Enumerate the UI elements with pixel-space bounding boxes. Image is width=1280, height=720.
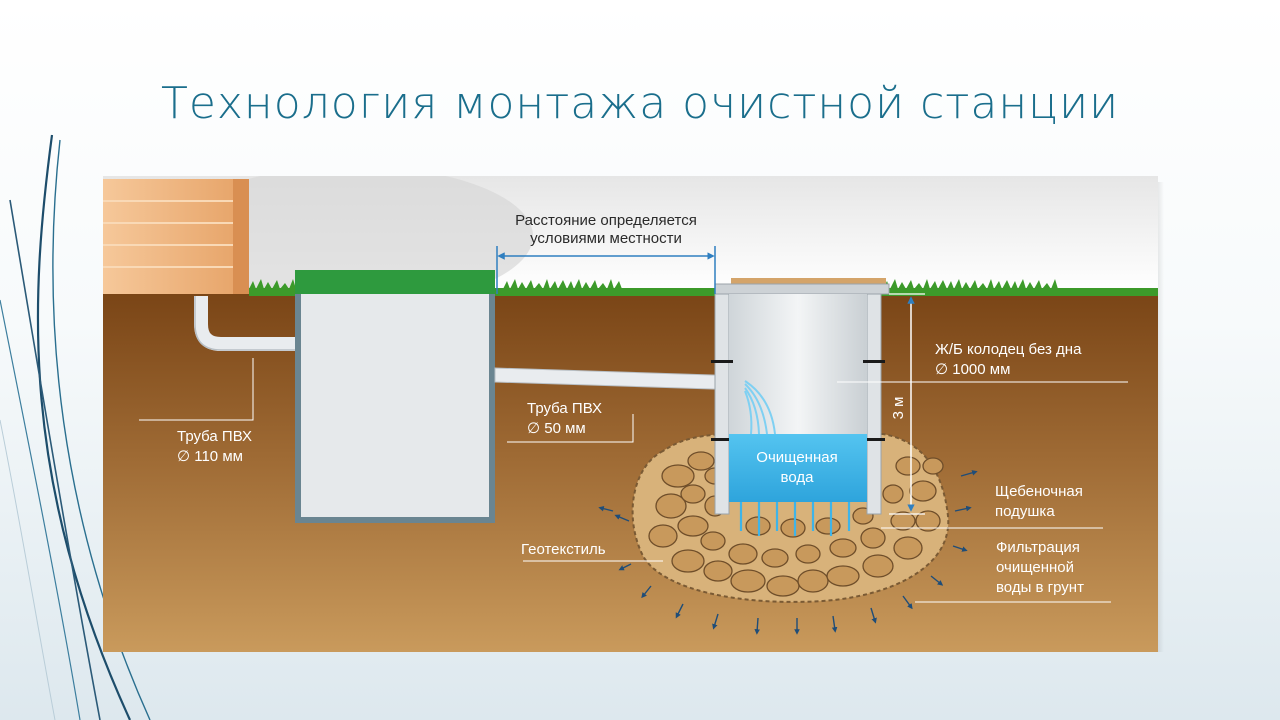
filtration-label-3: воды в грунт bbox=[996, 579, 1084, 596]
well-label-1: Ж/Б колодец без дна bbox=[935, 341, 1082, 358]
pipe50-label-1: Труба ПВХ bbox=[527, 400, 602, 417]
purified-water bbox=[729, 434, 867, 502]
filtration-label-2: очищенной bbox=[996, 559, 1074, 576]
water-stream bbox=[744, 380, 776, 435]
gravel-label-1: Щебеночная bbox=[995, 483, 1083, 500]
depth-label: 3 м bbox=[890, 397, 907, 420]
slide-title: Технология монтажа очистной станции bbox=[160, 78, 1120, 129]
pipe50-label-2: ∅ 50 мм bbox=[527, 420, 586, 437]
distance-label-1: Расстояние определяется bbox=[515, 212, 697, 229]
water-label-2: вода bbox=[781, 469, 815, 486]
house-wall bbox=[103, 179, 238, 296]
filtration-arrows bbox=[598, 470, 978, 635]
pipe110-label-1: Труба ПВХ bbox=[177, 428, 252, 445]
well-label-2: ∅ 1000 мм bbox=[935, 361, 1010, 378]
filtration-label-1: Фильтрация bbox=[996, 539, 1080, 556]
distance-dimension bbox=[496, 246, 716, 294]
water-label-1: Очищенная bbox=[756, 449, 837, 466]
depth-dimension bbox=[889, 293, 925, 515]
gravel-label-2: подушка bbox=[995, 503, 1055, 520]
tank-lid bbox=[295, 270, 495, 294]
frame-shadow bbox=[1158, 182, 1164, 652]
soil bbox=[103, 294, 1158, 652]
pipe110-label-2: ∅ 110 мм bbox=[177, 448, 243, 465]
pipe50-leader bbox=[507, 414, 634, 443]
installation-diagram: Расстояние определяется условиями местно… bbox=[103, 176, 1158, 652]
pipe-110 bbox=[194, 296, 298, 351]
concrete-well bbox=[711, 278, 890, 515]
distance-label-2: условиями местности bbox=[530, 230, 682, 247]
water-drips bbox=[739, 502, 851, 536]
geotextile-label: Геотекстиль bbox=[521, 541, 606, 558]
pipe110-leader bbox=[139, 358, 254, 421]
